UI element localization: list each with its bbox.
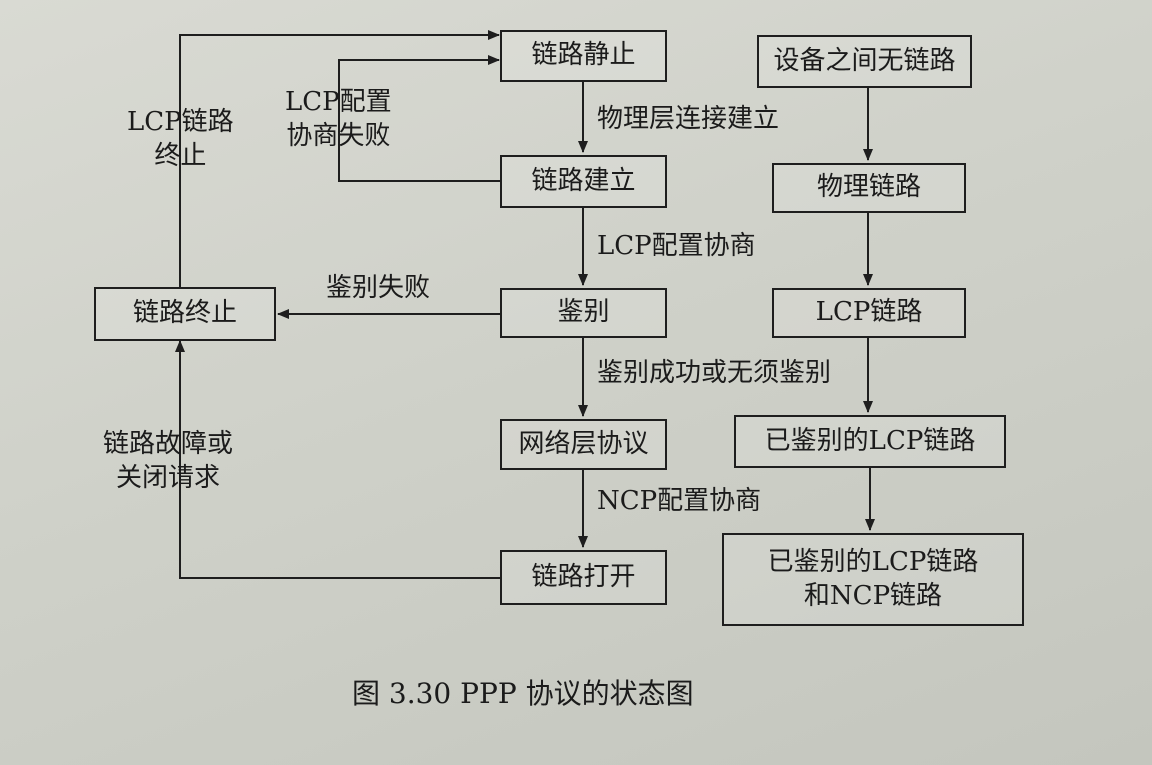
label-auth-fail: 鉴别失败 xyxy=(326,273,431,303)
label-fault-close: 链路故障或 关闭请求 xyxy=(103,428,233,496)
link-state-line-1: 已鉴别的LCP链路 xyxy=(767,546,979,577)
label-lcp-negotiate: LCP配置协商 xyxy=(597,231,756,261)
link-state-authenticated-lcp: 已鉴别的LCP链路 xyxy=(734,415,1006,468)
arrow-open-to-terminate xyxy=(175,340,500,579)
state-network-protocol: 网络层协议 xyxy=(500,419,667,470)
label-lcp-fail: LCP配置 协商失败 xyxy=(285,86,392,154)
link-state-authenticated-lcp-ncp: 已鉴别的LCP链路 和NCP链路 xyxy=(722,533,1024,626)
state-link-dead: 链路静止 xyxy=(500,30,667,82)
label-ncp-negotiate: NCP配置协商 xyxy=(597,486,762,516)
label-fault-line-1: 链路故障或 xyxy=(103,429,234,459)
link-state-line-2: 和NCP链路 xyxy=(803,580,943,611)
label-lcp-fail-line-1: LCP配置 xyxy=(285,87,392,117)
label-lcp-terminate-line-1: LCP链路 xyxy=(127,107,234,137)
state-link-establish: 链路建立 xyxy=(500,155,667,208)
arrow-terminate-to-dead xyxy=(179,30,500,287)
label-auth-ok: 鉴别成功或无须鉴别 xyxy=(597,358,832,388)
label-lcp-terminate: LCP链路 终止 xyxy=(127,106,234,174)
label-fault-line-2: 关闭请求 xyxy=(116,462,221,493)
state-authenticate: 鉴别 xyxy=(500,288,667,338)
label-physical-up: 物理层连接建立 xyxy=(597,104,780,134)
state-link-terminate: 链路终止 xyxy=(94,287,276,341)
figure-caption: 图 3.30 PPP 协议的状态图 xyxy=(352,677,694,710)
state-link-open: 链路打开 xyxy=(500,550,667,605)
link-state-no-link: 设备之间无链路 xyxy=(757,35,972,88)
link-state-physical: 物理链路 xyxy=(772,163,966,213)
label-lcp-fail-line-2: 协商失败 xyxy=(286,120,391,151)
link-state-lcp: LCP链路 xyxy=(772,288,966,338)
label-lcp-terminate-line-2: 终止 xyxy=(154,140,207,171)
arrow-establish-to-dead xyxy=(338,55,500,182)
